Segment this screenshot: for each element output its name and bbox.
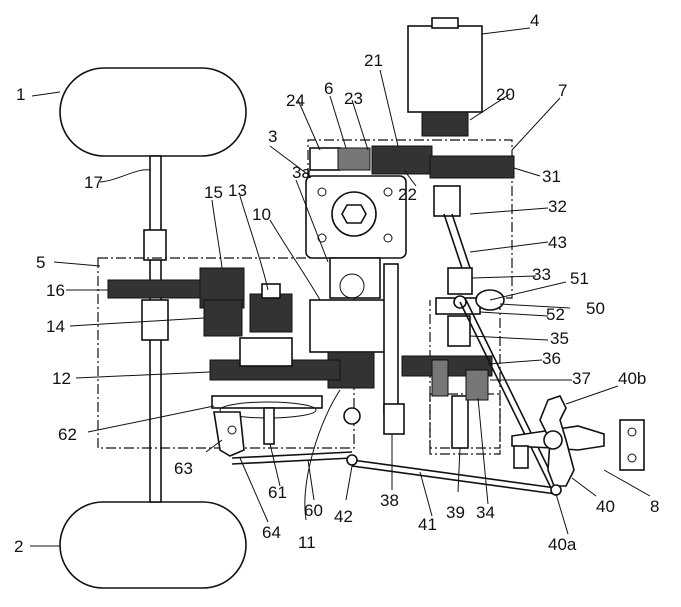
label-52: 52 bbox=[546, 305, 565, 324]
label-40b: 40b bbox=[618, 369, 646, 388]
label-16: 16 bbox=[46, 281, 65, 300]
part-3a bbox=[329, 257, 381, 299]
rod-41 bbox=[351, 459, 557, 489]
label-32: 32 bbox=[548, 197, 567, 216]
frame-7-lower bbox=[429, 393, 501, 455]
block-24 bbox=[309, 147, 341, 171]
gear-20 bbox=[421, 111, 469, 137]
label-11: 11 bbox=[298, 533, 316, 552]
label-31: 31 bbox=[542, 167, 561, 186]
label-21: 21 bbox=[364, 51, 383, 70]
lever-63 bbox=[213, 411, 245, 457]
wheel-front bbox=[59, 67, 247, 157]
motor-4 bbox=[407, 25, 483, 113]
gear-12-hub bbox=[239, 337, 293, 367]
label-5: 5 bbox=[36, 253, 45, 272]
label-12: 12 bbox=[52, 369, 71, 388]
pivot-40a bbox=[550, 484, 562, 496]
rod-60b bbox=[231, 457, 353, 465]
label-62: 62 bbox=[58, 425, 77, 444]
wheel-rear bbox=[59, 501, 247, 589]
label-37: 37 bbox=[572, 369, 591, 388]
part-37 bbox=[431, 359, 449, 397]
label-22: 22 bbox=[398, 185, 417, 204]
pivot-40 bbox=[543, 430, 563, 450]
part-35 bbox=[447, 315, 471, 347]
label-1: 1 bbox=[16, 85, 25, 104]
label-3: 3 bbox=[268, 127, 277, 146]
part-39 bbox=[451, 395, 469, 449]
label-63: 63 bbox=[174, 459, 193, 478]
label-36: 36 bbox=[542, 349, 561, 368]
label-39: 39 bbox=[446, 503, 465, 522]
gear-13-hub bbox=[261, 283, 281, 299]
label-24: 24 bbox=[286, 91, 305, 110]
label-6: 6 bbox=[324, 79, 333, 98]
block-38 bbox=[383, 403, 405, 435]
label-8: 8 bbox=[650, 497, 659, 516]
label-38: 38 bbox=[380, 491, 399, 510]
pivot-42 bbox=[343, 407, 361, 425]
label-3a: 3a bbox=[292, 163, 311, 182]
label-2: 2 bbox=[14, 537, 23, 556]
block-23 bbox=[337, 147, 371, 171]
label-43: 43 bbox=[548, 233, 567, 252]
block-10 bbox=[309, 299, 387, 353]
label-4: 4 bbox=[530, 11, 539, 30]
label-60: 60 bbox=[304, 501, 323, 520]
part-40-tab bbox=[513, 445, 529, 469]
rod-40-link bbox=[459, 301, 553, 491]
label-7: 7 bbox=[558, 81, 567, 100]
label-40: 40 bbox=[596, 497, 615, 516]
label-15: 15 bbox=[204, 183, 223, 202]
label-14: 14 bbox=[46, 317, 65, 336]
label-41: 41 bbox=[418, 515, 437, 534]
part-32-top bbox=[433, 185, 461, 217]
rod-60 bbox=[231, 451, 353, 459]
label-23: 23 bbox=[344, 89, 363, 108]
label-34: 34 bbox=[476, 503, 495, 522]
gear-31 bbox=[429, 155, 515, 179]
gear-16 bbox=[107, 279, 209, 299]
part-3a-ring bbox=[339, 273, 365, 299]
gear-14 bbox=[203, 299, 243, 337]
unit-3-nut bbox=[341, 204, 367, 224]
label-64: 64 bbox=[262, 523, 281, 542]
label-40a: 40a bbox=[548, 535, 577, 554]
part-34 bbox=[465, 369, 489, 401]
part-33 bbox=[447, 267, 473, 295]
gear-13 bbox=[249, 293, 293, 333]
frame-7 bbox=[307, 139, 513, 449]
label-42: 42 bbox=[334, 507, 353, 526]
label-33: 33 bbox=[532, 265, 551, 284]
shaft-collar bbox=[143, 229, 167, 261]
rod-41b bbox=[351, 465, 557, 495]
label-13: 13 bbox=[228, 181, 247, 200]
label-51: 51 bbox=[570, 269, 589, 288]
link-32 bbox=[443, 213, 463, 269]
label-61: 61 bbox=[268, 483, 287, 502]
drum-62-shaft bbox=[263, 407, 275, 445]
label-35: 35 bbox=[550, 329, 569, 348]
label-10: 10 bbox=[252, 205, 271, 224]
motor-cap bbox=[431, 17, 459, 29]
gear-21 bbox=[371, 145, 433, 175]
rod-38 bbox=[383, 263, 399, 415]
label-20: 20 bbox=[496, 85, 515, 104]
label-17: 17 bbox=[84, 173, 103, 192]
label-50: 50 bbox=[586, 299, 605, 318]
